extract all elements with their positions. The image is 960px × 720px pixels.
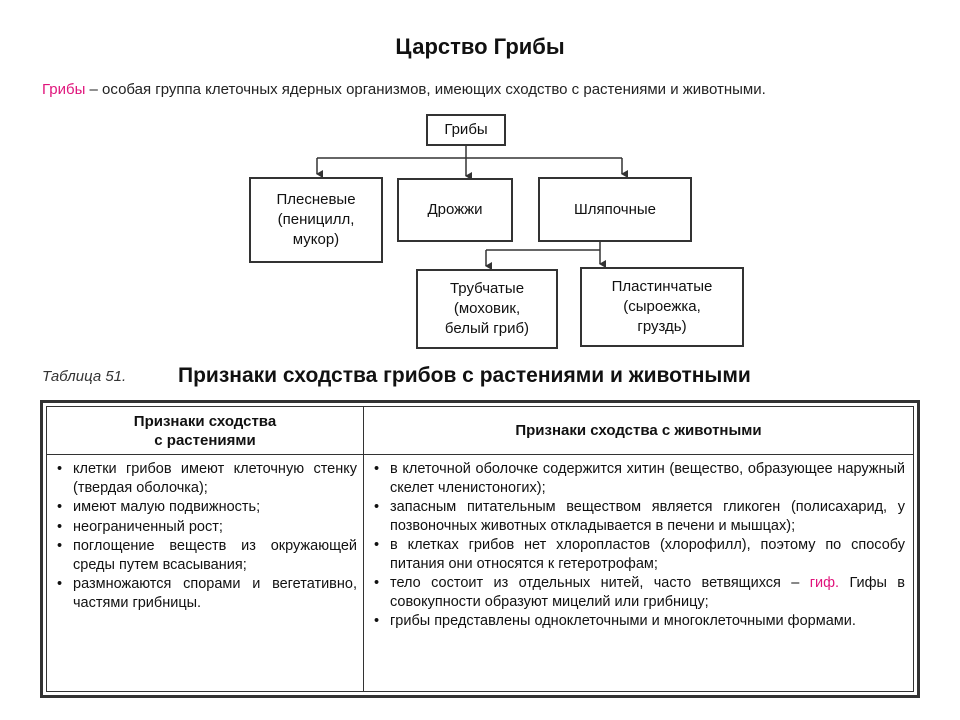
list-item: в клеточной оболочке содержится хитин (в… <box>372 460 905 497</box>
list-item: поглощение веществ из окружающей среды п… <box>55 537 357 574</box>
list-item: запасным питательным веществом является … <box>372 498 905 535</box>
animals-list: в клеточной оболочке содержится хитин (в… <box>372 460 905 632</box>
table-caption: Таблица 51. <box>42 368 127 385</box>
node-tubular: Трубчатые (моховик, белый гриб) <box>416 269 558 349</box>
node-mold: Плесневые (пеницилл, мукор) <box>249 177 383 263</box>
list-item: клетки грибов имеют клеточную стенку (тв… <box>55 460 357 497</box>
node-fungi: Грибы <box>426 114 506 146</box>
definition-text: Грибы – особая группа клеточных ядерных … <box>42 80 927 100</box>
table-title: Признаки сходства грибов с растениями и … <box>178 364 751 387</box>
diagram-connectors <box>316 146 628 270</box>
definition-term: Грибы <box>42 81 86 98</box>
header-plants: Признаки сходства с растениями <box>133 412 277 449</box>
node-lamellar: Пластинчатые (сыроежка, груздь) <box>580 267 744 347</box>
header-animals: Признаки сходства с животными <box>515 422 762 439</box>
similarity-table: Признаки сходства с растениями Признаки … <box>40 400 920 698</box>
list-item: неограниченный рост; <box>55 518 357 537</box>
list-item: размножаются спорами и вегетативно, част… <box>55 575 357 612</box>
definition-body: – особая группа клеточных ядерных органи… <box>85 81 766 98</box>
list-item: в клетках грибов нет хлоропластов (хлоро… <box>372 536 905 573</box>
list-item: тело состоит из отдельных нитей, часто в… <box>372 574 905 611</box>
node-cap: Шляпочные <box>538 177 692 242</box>
page-title: Царство Грибы <box>395 34 565 59</box>
node-yeast: Дрожжи <box>397 178 513 242</box>
list-item: имеют малую подвижность; <box>55 498 357 517</box>
plants-list: клетки грибов имеют клеточную стенку (тв… <box>55 460 357 613</box>
list-item: грибы представлены одноклеточными и мног… <box>372 612 905 631</box>
term-hypha: гиф. <box>809 575 840 591</box>
